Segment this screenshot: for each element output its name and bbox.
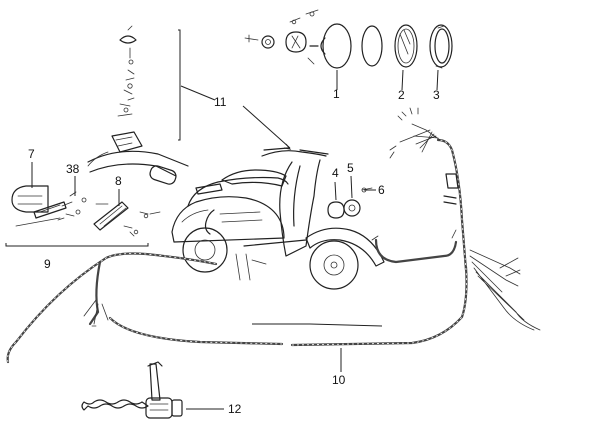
switch-body-part — [111, 131, 143, 153]
horn-parts — [327, 175, 376, 219]
leader-5 — [350, 175, 353, 199]
leader-2 — [401, 69, 404, 91]
callout-8: 8 — [115, 174, 122, 188]
bracket-9 — [5, 243, 149, 247]
bracket-11 — [178, 29, 181, 141]
callout-7: 7 — [28, 147, 35, 161]
callout-11: 11 — [214, 95, 227, 109]
bulb-socket-part — [261, 35, 275, 49]
ring-part — [361, 25, 383, 67]
ignition-switch-part — [81, 361, 224, 419]
reflector-plate-part — [93, 201, 129, 231]
handlebar-part — [87, 131, 189, 185]
horn-part — [343, 199, 361, 217]
callout-2: 2 — [398, 88, 405, 102]
callout-38: 38 — [66, 162, 80, 176]
plate-holder-part — [33, 201, 67, 219]
leader-3 — [436, 69, 439, 91]
rim-part — [429, 24, 453, 68]
callout-3: 3 — [433, 88, 440, 102]
reflector-part — [322, 23, 352, 69]
callout-4: 4 — [332, 166, 339, 180]
switch-parts — [117, 25, 137, 117]
switch-cap-part — [119, 35, 137, 44]
lens-part — [394, 24, 418, 68]
wiring-harness-part — [6, 107, 541, 364]
front-wheel-part — [309, 240, 359, 290]
taillight-lens-part — [11, 185, 49, 213]
headlamp-parts — [244, 9, 453, 91]
callout-9: 9 — [44, 257, 51, 271]
bulb-part — [285, 31, 307, 53]
scooter-frame-part — [171, 147, 385, 290]
leader-4 — [334, 181, 337, 201]
callout-12: 12 — [228, 402, 242, 416]
rear-wheel-part — [182, 227, 228, 273]
callout-10: 10 — [332, 373, 346, 387]
taillight-parts — [5, 162, 161, 247]
leader-11-b — [242, 105, 291, 149]
leader-11-a — [180, 85, 216, 101]
screw-part — [244, 34, 259, 43]
bracket-10-right — [309, 323, 383, 327]
callout-1: 1 — [333, 87, 340, 101]
callout-6: 6 — [378, 183, 385, 197]
callout-5: 5 — [347, 161, 354, 175]
